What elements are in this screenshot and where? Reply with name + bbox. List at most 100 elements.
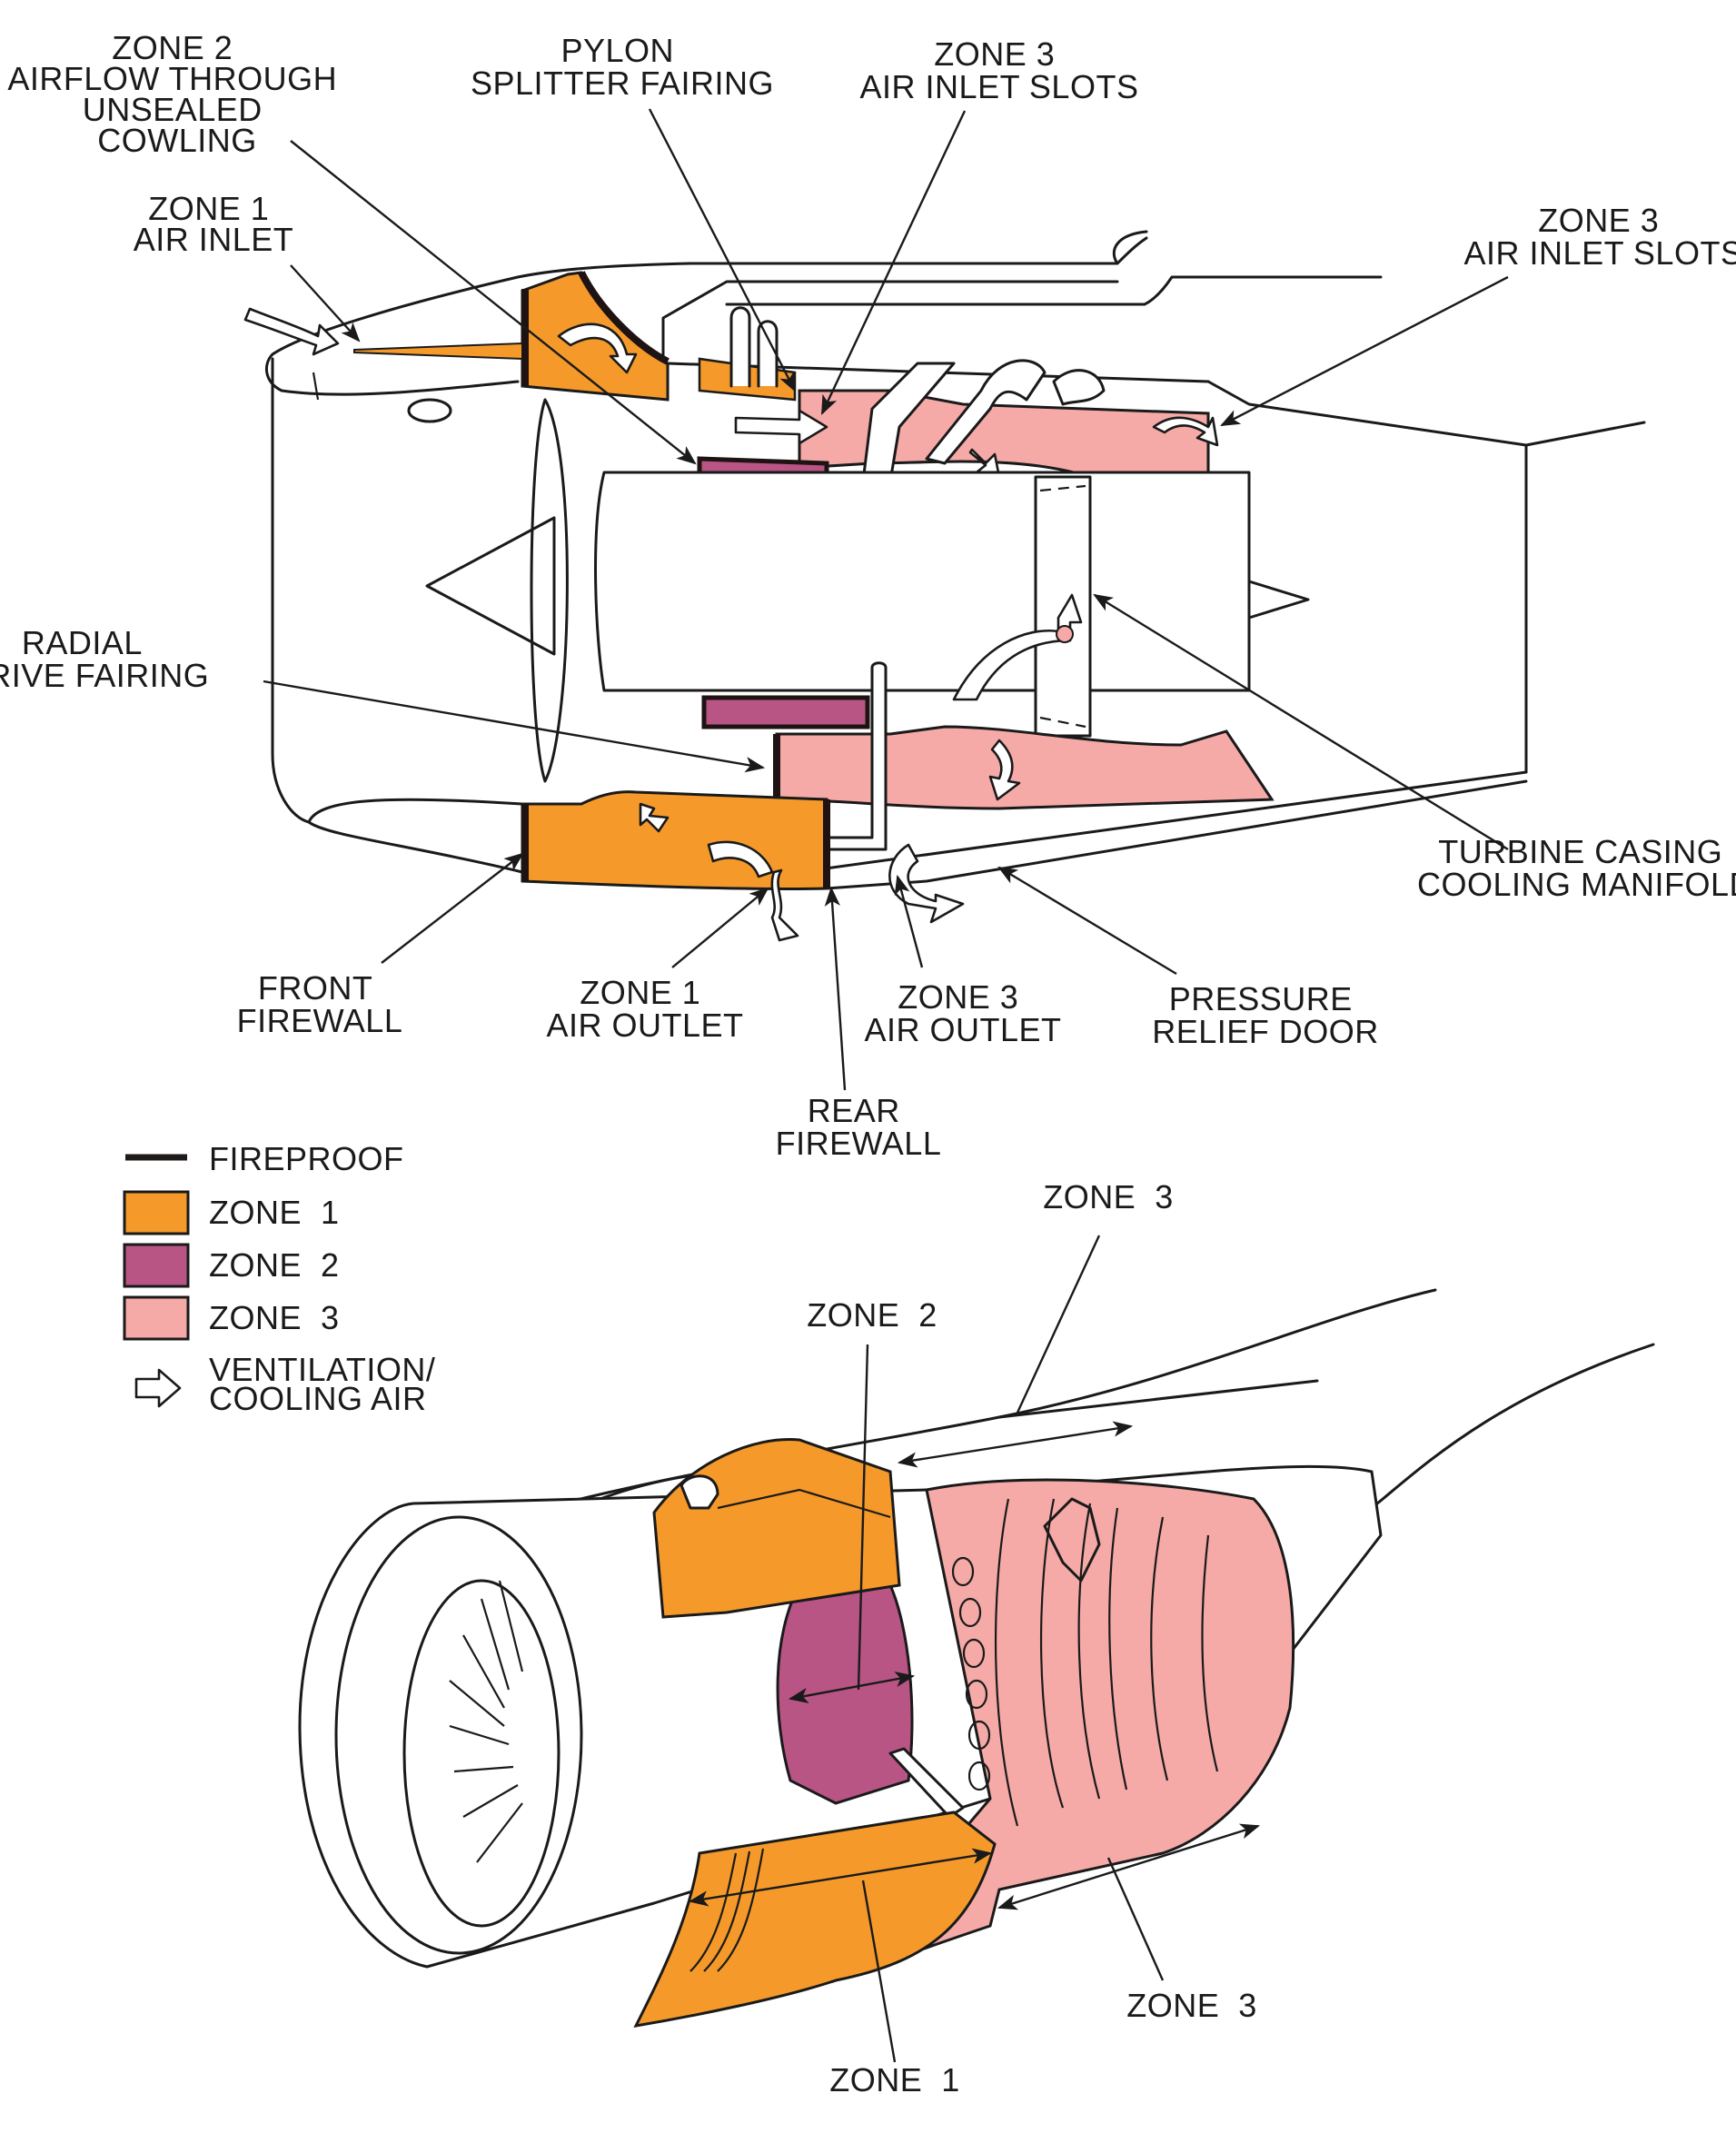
fireproof-top-edge <box>578 271 670 365</box>
intake-inner <box>402 1579 560 1928</box>
leader-zone1 <box>861 1880 897 2063</box>
perspective-leaders <box>688 1235 1261 2063</box>
pipe-a <box>729 306 751 388</box>
top-leader-lines <box>263 108 1509 1091</box>
fan-blades <box>449 1580 524 1863</box>
manifold-inlet-dot <box>1056 625 1074 643</box>
label-zone3-air-outlet: ZONE 3 AIR OUTLET <box>864 978 1061 1048</box>
ventilation-arrow-manifold <box>952 593 1083 701</box>
legend-zone3-label: ZONE 3 <box>209 1299 340 1336</box>
leader-zone3-top <box>1016 1235 1101 1414</box>
upper-door-crease <box>717 1488 891 1519</box>
perspective-labels: ZONE 3 ZONE 2 ZONE 3 ZONE 1 <box>807 1178 1257 2098</box>
label-zone1-air-outlet: ZONE 1 AIR OUTLET <box>546 974 743 1044</box>
label-zone1-air-inlet: ZONE 1 AIR INLET <box>134 190 294 258</box>
accessory-gearbox <box>1043 1497 1101 1582</box>
compressor-rings <box>994 1498 1219 1827</box>
label-zone2-airflow: ZONE 2 AIRFLOW THROUGH UNSEALED COWLING <box>7 29 346 159</box>
top-labels: ZONE 2 AIRFLOW THROUGH UNSEALED COWLING … <box>0 29 1736 1162</box>
ventilation-arrow-zone1-outlet <box>770 868 799 942</box>
nacelle-upper-cowl <box>271 236 1148 356</box>
leader-front-firewall <box>381 852 524 964</box>
ventilation-arrow-zone3-slot <box>1152 416 1219 447</box>
leader-zone3-outlet <box>894 874 924 968</box>
nacelle-bottom-line <box>798 770 1528 874</box>
ventilation-arrow-splitter <box>734 409 828 445</box>
legend-zone2-label: ZONE 2 <box>209 1246 340 1284</box>
label-turbine-casing-manifold: TURBINE CASING COOLING MANIFOLD <box>1417 833 1736 903</box>
zone1-extent-arrow <box>688 1848 993 1907</box>
turbine-band-dash-top <box>1039 484 1086 492</box>
zone2-perspective-region <box>776 1583 914 1805</box>
nacelle-lower-lip <box>307 798 524 824</box>
leader-zone1-outlet <box>671 887 769 968</box>
ventilation-arrow-zone1-lower-b <box>707 840 774 878</box>
label-zone3-bottom: ZONE 3 <box>1126 1987 1257 2024</box>
rear-nacelle <box>1206 380 1646 447</box>
leader-pressure-relief <box>997 866 1177 976</box>
pipe-b <box>757 320 779 388</box>
leader-zone2-airflow <box>290 140 697 465</box>
label-zone3-inlet-slots-a: ZONE 3 AIR INLET SLOTS <box>860 35 1139 105</box>
latch-fitting <box>680 1474 719 1510</box>
leader-zone3-bottom <box>1106 1857 1165 1981</box>
wing-trailing-edge <box>997 1343 1655 1510</box>
label-front-firewall: FRONT FIREWALL <box>237 969 403 1039</box>
nacelle-lower-cowl <box>307 820 524 874</box>
zone3-lower-extent-arrow <box>997 1823 1261 1910</box>
zone1-lower-region <box>521 790 828 890</box>
zone3-top-region <box>798 389 1210 479</box>
zone2-lower-region <box>701 695 870 729</box>
legend-zone1-swatch <box>123 1190 190 1235</box>
label-zone2: ZONE 2 <box>807 1296 937 1334</box>
ventilation-arrow-zone1-lower-a <box>639 802 670 833</box>
nacelle-lip <box>264 352 520 396</box>
bleed-ports <box>951 1556 991 1791</box>
label-pylon-splitter: PYLON SPLITTER FAIRING <box>471 32 774 102</box>
label-zone1: ZONE 1 <box>829 2061 960 2098</box>
leader-zone2 <box>857 1344 869 1691</box>
intake-lip <box>334 1515 583 1955</box>
nacelle-bottom-skin <box>825 779 1528 890</box>
legend-zone3-swatch <box>123 1295 190 1341</box>
zone2-drive-shaft <box>888 1747 965 1819</box>
legend-fireproof-label: FIREPROOF <box>209 1140 404 1177</box>
ventilation-arrow-zone1-inlet <box>243 307 340 356</box>
leader-zone3-slots-b <box>1220 275 1509 427</box>
legend-zone2-swatch <box>123 1243 190 1288</box>
ventilation-arrow-zone3-lower <box>988 739 1021 801</box>
zone3-extent-arrow <box>897 1421 1134 1468</box>
turbine-casing-band <box>1034 475 1092 738</box>
inlet-inner-line <box>312 372 320 401</box>
exhaust-plug <box>1247 580 1310 620</box>
manifold-pipe-3 <box>1052 369 1106 406</box>
leader-zone3-slots-a <box>820 110 967 415</box>
perspective-engine <box>298 1288 1655 2028</box>
label-zone3-inlet-slots-b: ZONE 3 AIR INLET SLOTS <box>1464 202 1736 272</box>
leader-pylon-splitter <box>648 108 797 392</box>
manifold-pipe-2 <box>925 359 1047 465</box>
zone2-extent-arrow <box>788 1672 916 1703</box>
fan-blade-outline <box>530 398 569 783</box>
label-zone3-top: ZONE 3 <box>1043 1178 1174 1215</box>
legend-ventilation-label: VENTILATION/ COOLING AIR <box>209 1351 445 1417</box>
spinner-cone <box>425 516 556 656</box>
leader-zone1-inlet <box>290 264 361 342</box>
pylon-upper-rail <box>725 275 1383 306</box>
engine-core-casing <box>594 471 1251 692</box>
label-rear-firewall: REAR FIREWALL <box>776 1092 942 1162</box>
label-radial-drive-fairing: RADIAL DRIVE FAIRING <box>0 624 209 694</box>
inlet-front <box>271 357 311 824</box>
label-pressure-relief-door: PRESSURE RELIEF DOOR <box>1152 980 1379 1050</box>
inlet-lug <box>407 398 452 423</box>
leader-turbine-casing <box>1093 593 1509 851</box>
top-engine-cutaway <box>264 230 1646 942</box>
leader-radial-drive <box>263 680 766 773</box>
zone1-inlet-strip <box>353 342 523 361</box>
legend: FIREPROOF ZONE 1 ZONE 2 ZONE 3 VENTILATI… <box>123 1140 445 1417</box>
legend-zone1-label: ZONE 1 <box>209 1194 340 1231</box>
ventilation-arrow-zone1-top <box>557 322 638 374</box>
zone3-lower-region <box>775 725 1275 810</box>
turbine-band-dash-bottom <box>1039 716 1086 729</box>
